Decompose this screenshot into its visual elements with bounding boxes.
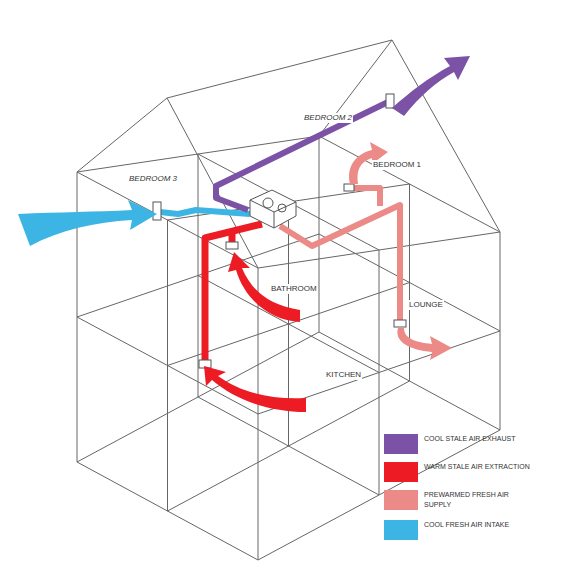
extraction-arrow (204, 366, 306, 412)
mvhr-unit (250, 190, 296, 228)
wire-line (77, 98, 167, 172)
wire-line (392, 40, 500, 232)
legend-text: COOL FRESH AIR INTAKE (424, 520, 534, 530)
room-label: BEDROOM 1 (372, 160, 422, 170)
wire-line (167, 220, 168, 511)
legend-text: COOL STALE AIR EXHAUST (424, 434, 534, 444)
wire-line (379, 250, 380, 495)
room-label: KITCHEN (325, 370, 362, 380)
wire-line (167, 40, 392, 98)
room-label: BEDROOM 2 (303, 113, 353, 123)
wire-line (319, 136, 320, 332)
intake-arrow (18, 200, 157, 246)
legend-swatch (384, 462, 418, 482)
supply-duct (280, 205, 400, 322)
intake-duct (160, 210, 250, 214)
room-label: BATHROOM (270, 284, 318, 294)
duct-network (160, 102, 400, 362)
vent-grilles (153, 94, 406, 368)
wire-line (500, 232, 501, 430)
wire-line (198, 154, 199, 397)
wire-line (167, 98, 258, 268)
wire-line (409, 184, 410, 381)
legend-text: PREWARMED FRESH AIR SUPPLY (424, 490, 534, 510)
legend-swatch (384, 490, 418, 510)
legend-swatch (384, 434, 418, 454)
house-wireframe (77, 40, 500, 560)
exhaust-arrow (392, 56, 470, 116)
legend-text: WARM STALE AIR EXTRACTION (424, 462, 534, 472)
exhaust-duct (216, 102, 388, 210)
wire-line (258, 268, 259, 560)
supply-arrow (397, 328, 452, 360)
legend-swatch (384, 520, 418, 540)
room-label: LOUNGE (408, 300, 444, 310)
supply-duct (352, 188, 380, 206)
room-label: BEDROOM 3 (128, 174, 178, 184)
